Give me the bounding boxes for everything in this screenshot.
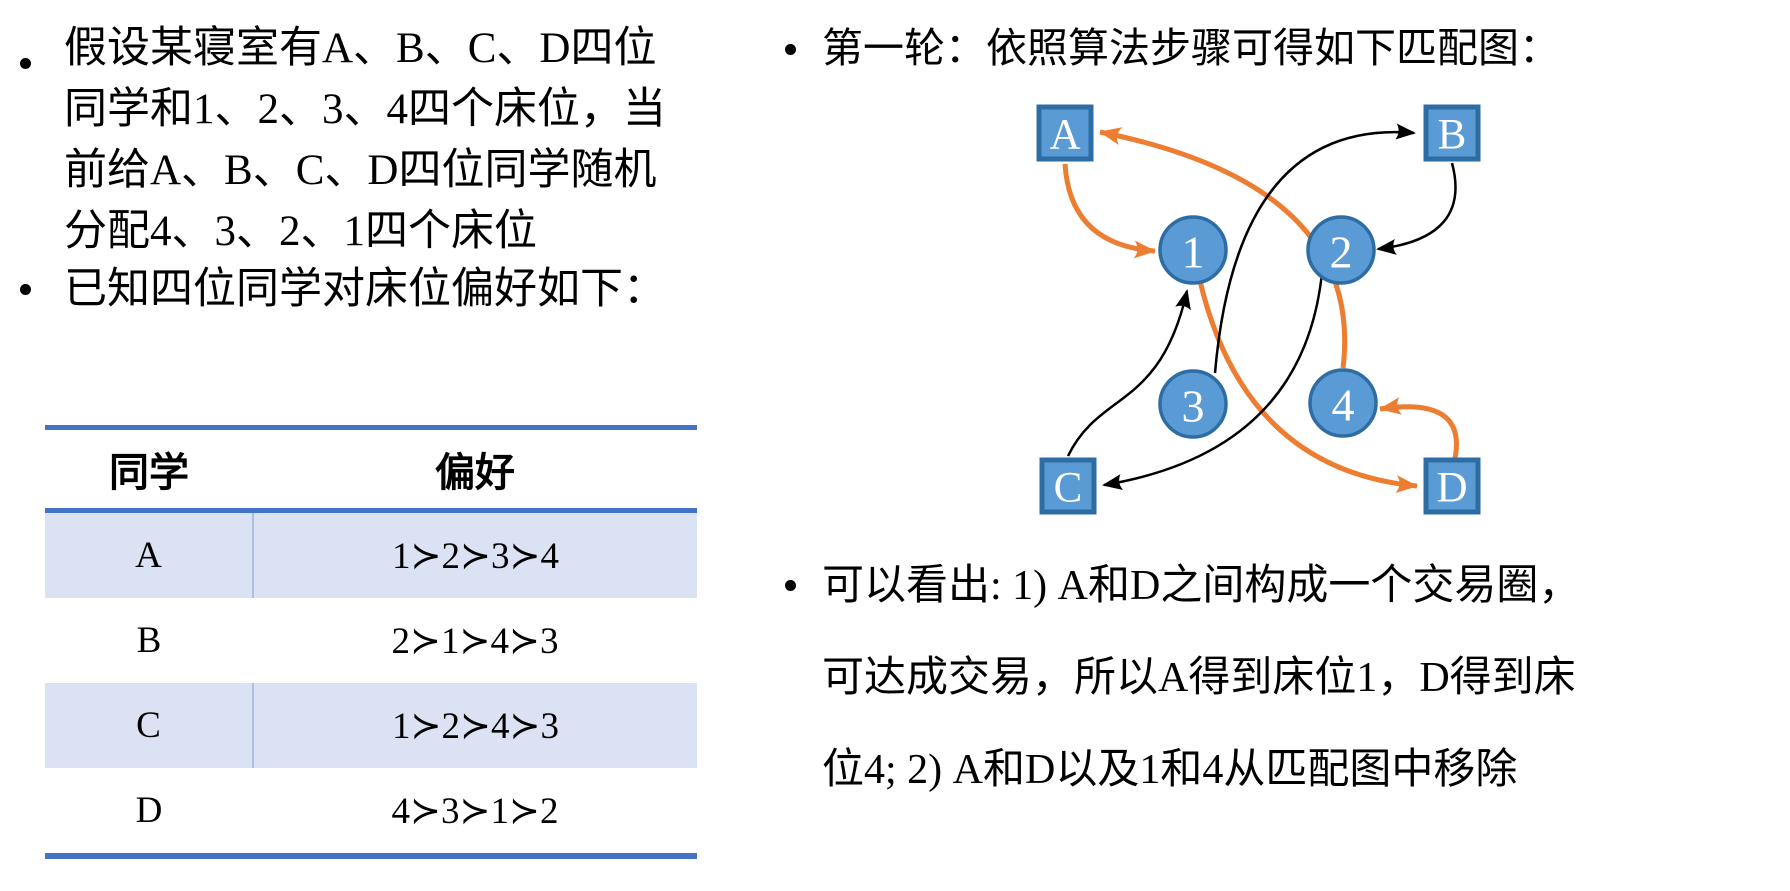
cell-student: B: [136, 620, 162, 661]
cell-preference: 1≻2≻3≻4: [391, 535, 559, 577]
bullet-text-round1: 第一轮：依照算法步骤可得如下匹配图：: [822, 22, 1765, 74]
cell-student: C: [45, 683, 254, 768]
preference-table: 同学 偏好 A 1≻2≻3≻4 B 2≻1≻4≻3 C 1≻2≻4≻3 D 4≻…: [45, 425, 697, 859]
bullet-icon: [20, 58, 31, 69]
bullet-icon: [785, 44, 796, 55]
bullet-item-conclusion: 可以看出: 1) A和D之间构成一个交易圈， 可达成交易，所以A得到床位1，D得…: [785, 540, 1765, 816]
cell-preference: 4≻3≻1≻2: [391, 790, 559, 832]
square-node-shape: [1039, 457, 1097, 515]
matching-graph-diagram: A B C D 1 2 3 4: [1036, 104, 1481, 515]
square-node-shape: [1423, 457, 1481, 515]
table-row: D 4≻3≻1≻2: [45, 768, 697, 856]
square-node-shape: [1036, 104, 1094, 162]
edge-B-to-2: [1376, 162, 1457, 255]
table-header-row: 同学 偏好: [45, 428, 697, 511]
square-node-shape: [1423, 104, 1481, 162]
text-line: 已知四位同学对床位偏好如下：: [64, 266, 666, 313]
bullet-icon: [785, 580, 796, 591]
cell-preference: 2≻1≻4≻3: [391, 620, 559, 662]
bullet-icon: [20, 284, 31, 295]
node-label-2: 2: [1330, 227, 1353, 278]
edge-4-to-A: [1099, 127, 1348, 369]
node-label-A: A: [1049, 112, 1080, 159]
text-line: 分配4、3、2、1四个床位: [64, 208, 537, 255]
bullet-item-round1: 第一轮：依照算法步骤可得如下匹配图：: [785, 22, 1765, 74]
node-D: D: [1423, 457, 1481, 515]
header-preference: 偏好: [435, 451, 515, 495]
edge-A-to-1: [1062, 163, 1156, 259]
node-C: C: [1039, 457, 1097, 515]
bullet-item-preferences-intro: 已知四位同学对床位偏好如下：: [20, 262, 760, 318]
text-line: 前给A、B、C、D四位同学随机: [64, 147, 657, 194]
circle-node-shape: [1158, 369, 1228, 439]
node-2: 2: [1306, 215, 1376, 285]
node-1: 1: [1158, 215, 1228, 285]
bullet-item-setup: 假设某寝室有A、B、C、D四位 同学和1、2、3、4四个床位，当 前给A、B、C…: [20, 18, 720, 262]
edge-D-to-4: [1379, 397, 1459, 459]
edge-2-to-C: [1102, 272, 1324, 490]
text-line: 假设某寝室有A、B、C、D四位: [64, 25, 657, 72]
table-row: A 1≻2≻3≻4: [45, 510, 697, 598]
edge-1-to-D: [1197, 280, 1418, 494]
node-B: B: [1423, 104, 1481, 162]
bullet-text-setup: 假设某寝室有A、B、C、D四位 同学和1、2、3、4四个床位，当 前给A、B、C…: [64, 18, 720, 262]
header-student: 同学: [109, 451, 189, 495]
text-line: 可以看出: 1) A和D之间构成一个交易圈，: [822, 563, 1581, 609]
bullet-text-conclusion: 可以看出: 1) A和D之间构成一个交易圈， 可达成交易，所以A得到床位1，D得…: [822, 540, 1765, 816]
node-A: A: [1036, 104, 1094, 162]
circle-node-shape: [1158, 215, 1228, 285]
node-label-C: C: [1054, 465, 1083, 512]
node-label-3: 3: [1182, 381, 1205, 432]
edge-C-to-1: [1066, 289, 1191, 457]
table-row: C 1≻2≻4≻3: [45, 683, 697, 768]
edge-3-to-B: [1213, 123, 1416, 374]
cell-preference: 1≻2≻4≻3: [391, 705, 559, 747]
node-label-D: D: [1436, 465, 1467, 512]
node-4: 4: [1308, 368, 1378, 438]
node-3: 3: [1158, 369, 1228, 439]
bullet-text-preferences-intro: 已知四位同学对床位偏好如下：: [64, 262, 760, 318]
node-label-B: B: [1438, 112, 1467, 159]
text-line: 第一轮：依照算法步骤可得如下匹配图：: [822, 25, 1560, 71]
circle-node-shape: [1308, 368, 1378, 438]
diagram-edges: [1062, 123, 1459, 494]
circle-node-shape: [1306, 215, 1376, 285]
node-label-1: 1: [1182, 227, 1205, 278]
text-line: 位4; 2) A和D以及1和4从匹配图中移除: [822, 747, 1518, 793]
diagram-nodes: A B C D 1 2 3 4: [1036, 104, 1481, 515]
cell-student: A: [45, 510, 254, 598]
cell-student: D: [135, 790, 163, 831]
text-line: 同学和1、2、3、4四个床位，当: [64, 86, 666, 133]
node-label-4: 4: [1332, 380, 1355, 431]
table-row: B 2≻1≻4≻3: [45, 598, 697, 683]
text-line: 可达成交易，所以A得到床位1，D得到床: [822, 655, 1576, 701]
